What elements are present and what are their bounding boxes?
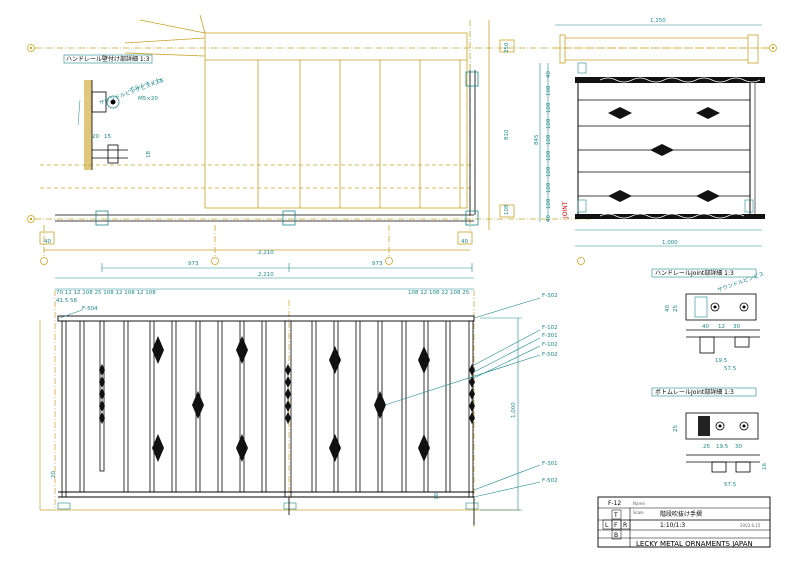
section-dim-0: 40 — [546, 71, 552, 78]
elev-bottom-dim-2: 70 — [434, 493, 440, 500]
plan-height-dim: 810 — [504, 129, 510, 140]
callout-f102-a: F-102 — [542, 325, 558, 331]
section-dim-6: 108 — [546, 166, 552, 177]
callout-f504: F-504 — [82, 306, 98, 312]
plan-total-dim: 2,210 — [258, 250, 274, 256]
joint-dim-2: 30 — [733, 324, 740, 330]
callout-f502-a: F-502 — [542, 352, 558, 358]
drawing-code: F-12 — [608, 500, 621, 507]
joint-detail: ハンドレールJoint部詳細 1:3 サウンドルピンビス 40 12 30 19… — [651, 268, 765, 372]
section-dim-8: 108 — [546, 198, 552, 209]
section-dim-9: 40 — [546, 215, 552, 222]
handrail-detail-title: ハンドレール壁付け部詳細 1:3 — [66, 55, 150, 63]
company-name: LECKY METAL ORNAMENTS JAPAN — [636, 540, 753, 548]
mark-bottom: B — [614, 532, 618, 539]
bottom-dim-0: 25 — [703, 444, 710, 450]
plan-view — [27, 14, 777, 265]
mark-right: R — [623, 522, 627, 529]
plan-left-offset: 40 — [44, 239, 51, 245]
joint-dim-4: 57.5 — [724, 366, 737, 372]
elevation-view: 2,210 70 12 12 108 25 108 12 108 12 108 … — [39, 272, 558, 528]
joint-dim-3: 19.5 — [715, 358, 728, 364]
joint-dim-1: 12 — [718, 324, 725, 330]
elev-top-dims-left: 70 12 12 108 25 108 12 108 12 108 — [56, 290, 156, 296]
section-dim-5: 108 — [546, 150, 552, 161]
callout-f102-b: F-102 — [542, 342, 558, 348]
elev-top-dims-right: 108 12 108 12 108 25 — [408, 290, 470, 296]
handrail-wall-detail: ハンドレール壁付け部詳細 1:3 サウンドルピングビス×3本 ボルトナット M5… — [63, 54, 166, 170]
title-block: F-12 Name 階段吹抜け手摺 Scale 1:10/1:3 2003.6.… — [597, 496, 771, 548]
plan-d1: 250 — [504, 42, 510, 53]
mark-top: T — [613, 512, 618, 519]
bottom-dim-5: 16 — [762, 463, 768, 470]
bottom-dim-2: 30 — [735, 444, 742, 450]
callout-f502-b: F-502 — [542, 478, 558, 484]
joint-label: JOINT — [562, 201, 569, 219]
callout-f301-b: F-301 — [542, 461, 558, 467]
plan-half-left-dim: 973 — [188, 261, 199, 267]
elev-total-dim: 2,210 — [258, 272, 274, 278]
bottom-dim-3: 57.5 — [724, 482, 737, 488]
section-dim-1: 108 — [546, 85, 552, 96]
handrail-note-3: M5×20 — [138, 96, 158, 102]
callout-f302: F-302 — [542, 293, 558, 299]
handrail-d1: 20 — [92, 134, 99, 140]
plan-half-right-dim: 973 — [372, 261, 383, 267]
plan-d2: 108 — [504, 204, 510, 215]
scale-label: Scale — [633, 510, 644, 515]
callout-f301-a: F-301 — [542, 333, 558, 339]
section-dim-2: 108 — [546, 102, 552, 113]
section-dim-4: 108 — [546, 134, 552, 145]
bottom-detail-title: ボトムレールJoint部詳細 1:3 — [655, 388, 734, 396]
drawing-date: 2003.6.15 — [740, 523, 761, 528]
section-depth-dim: 1,150 — [650, 18, 666, 24]
drawing-name: 階段吹抜け手摺 — [660, 510, 702, 518]
plan-dimensions: 2,210 973 973 40 40 810 250 108 — [44, 42, 510, 272]
section-dim-3: 108 — [546, 118, 552, 129]
bottom-dim-4: 25 — [673, 425, 679, 432]
elev-small-dims: 41.5 58 — [56, 298, 77, 304]
joint-dim-5: 25 — [673, 305, 679, 312]
drawing-scale: 1:10/1:3 — [660, 522, 685, 529]
section-view: 1,150 845 40 108 108 108 108 108 — [534, 18, 770, 247]
joint-dim-6: 40 — [665, 305, 671, 312]
section-height-dim: 845 — [534, 134, 540, 145]
bottom-dim-1: 19.5 — [716, 444, 729, 450]
section-dim-7: 108 — [546, 182, 552, 193]
handrail-d3: 18 — [146, 151, 152, 158]
handrail-d2: 15 — [104, 134, 111, 140]
mark-front: F — [614, 522, 618, 529]
name-label: Name — [633, 501, 645, 506]
joint-dim-0: 40 — [702, 324, 709, 330]
joint-detail-title: ハンドレールJoint部詳細 1:3 — [655, 269, 734, 277]
mark-left: L — [605, 522, 609, 529]
plan-right-offset: 40 — [461, 239, 468, 245]
section-width-dim: 1,000 — [662, 240, 678, 246]
elev-bottom-dim: 20 — [51, 471, 57, 478]
bottom-rail-detail: ボトムレールJoint部詳細 1:3 25 19.5 30 57.5 25 16 — [651, 387, 768, 488]
elev-height-dim: 1,000 — [511, 402, 517, 418]
